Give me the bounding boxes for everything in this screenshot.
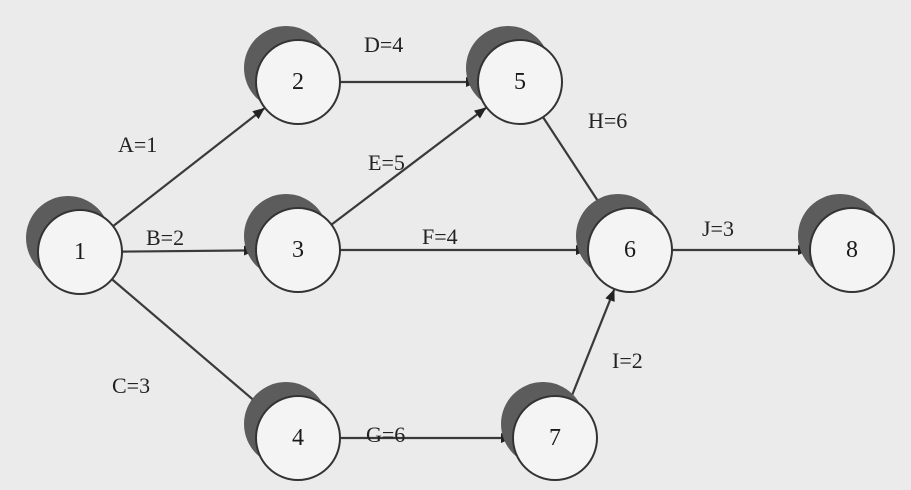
edge-label-1-4: C=3 bbox=[112, 373, 150, 398]
edge-7-6 bbox=[569, 289, 616, 400]
node-5: 5 bbox=[466, 26, 563, 125]
edge-label-5-6: H=6 bbox=[588, 108, 627, 133]
edge-labels-layer: A=1B=2C=3 D=4E=5F=4G=6 H=6I=2 J=3 bbox=[112, 32, 734, 447]
edge-1-3 bbox=[121, 245, 257, 256]
node-label: 7 bbox=[549, 425, 561, 451]
node-circle bbox=[255, 39, 341, 125]
node-circle bbox=[37, 209, 123, 295]
edge-label-1-3: B=2 bbox=[146, 225, 184, 250]
node-6: 6 bbox=[576, 194, 673, 293]
node-label: 8 bbox=[846, 237, 858, 263]
node-circle bbox=[809, 207, 895, 293]
node-circle bbox=[255, 207, 341, 293]
edges-layer bbox=[111, 77, 810, 443]
edge-label-6-8: J=3 bbox=[702, 216, 734, 241]
node-label: 6 bbox=[624, 237, 636, 263]
node-circle bbox=[255, 395, 341, 481]
node-2: 2 bbox=[244, 26, 341, 125]
node-4: 4 bbox=[244, 382, 341, 481]
node-label: 3 bbox=[292, 237, 304, 263]
edge-label-3-6: F=4 bbox=[422, 224, 458, 249]
node-3: 3 bbox=[244, 194, 341, 293]
node-7: 7 bbox=[501, 382, 598, 481]
node-label: 1 bbox=[74, 239, 86, 265]
edge-label-3-5: E=5 bbox=[368, 150, 405, 175]
edge-label-7-6: I=2 bbox=[612, 348, 643, 373]
edge-1-4 bbox=[111, 278, 267, 411]
node-circle bbox=[512, 395, 598, 481]
edge-3-5 bbox=[330, 107, 487, 226]
node-label: 4 bbox=[292, 425, 304, 451]
node-circle bbox=[587, 207, 673, 293]
nodes-layer: 1 2 3 4 5 6 7 8 bbox=[26, 26, 895, 481]
node-label: 5 bbox=[514, 69, 526, 95]
node-1: 1 bbox=[26, 196, 123, 295]
edge-label-1-2: A=1 bbox=[118, 132, 157, 157]
edge-label-2-5: D=4 bbox=[364, 32, 403, 57]
edge-label-4-7: G=6 bbox=[366, 422, 405, 447]
edge-5-6 bbox=[542, 116, 608, 215]
node-label: 2 bbox=[292, 69, 304, 95]
node-8: 8 bbox=[798, 194, 895, 293]
node-circle bbox=[477, 39, 563, 125]
edge-1-2 bbox=[112, 107, 265, 228]
